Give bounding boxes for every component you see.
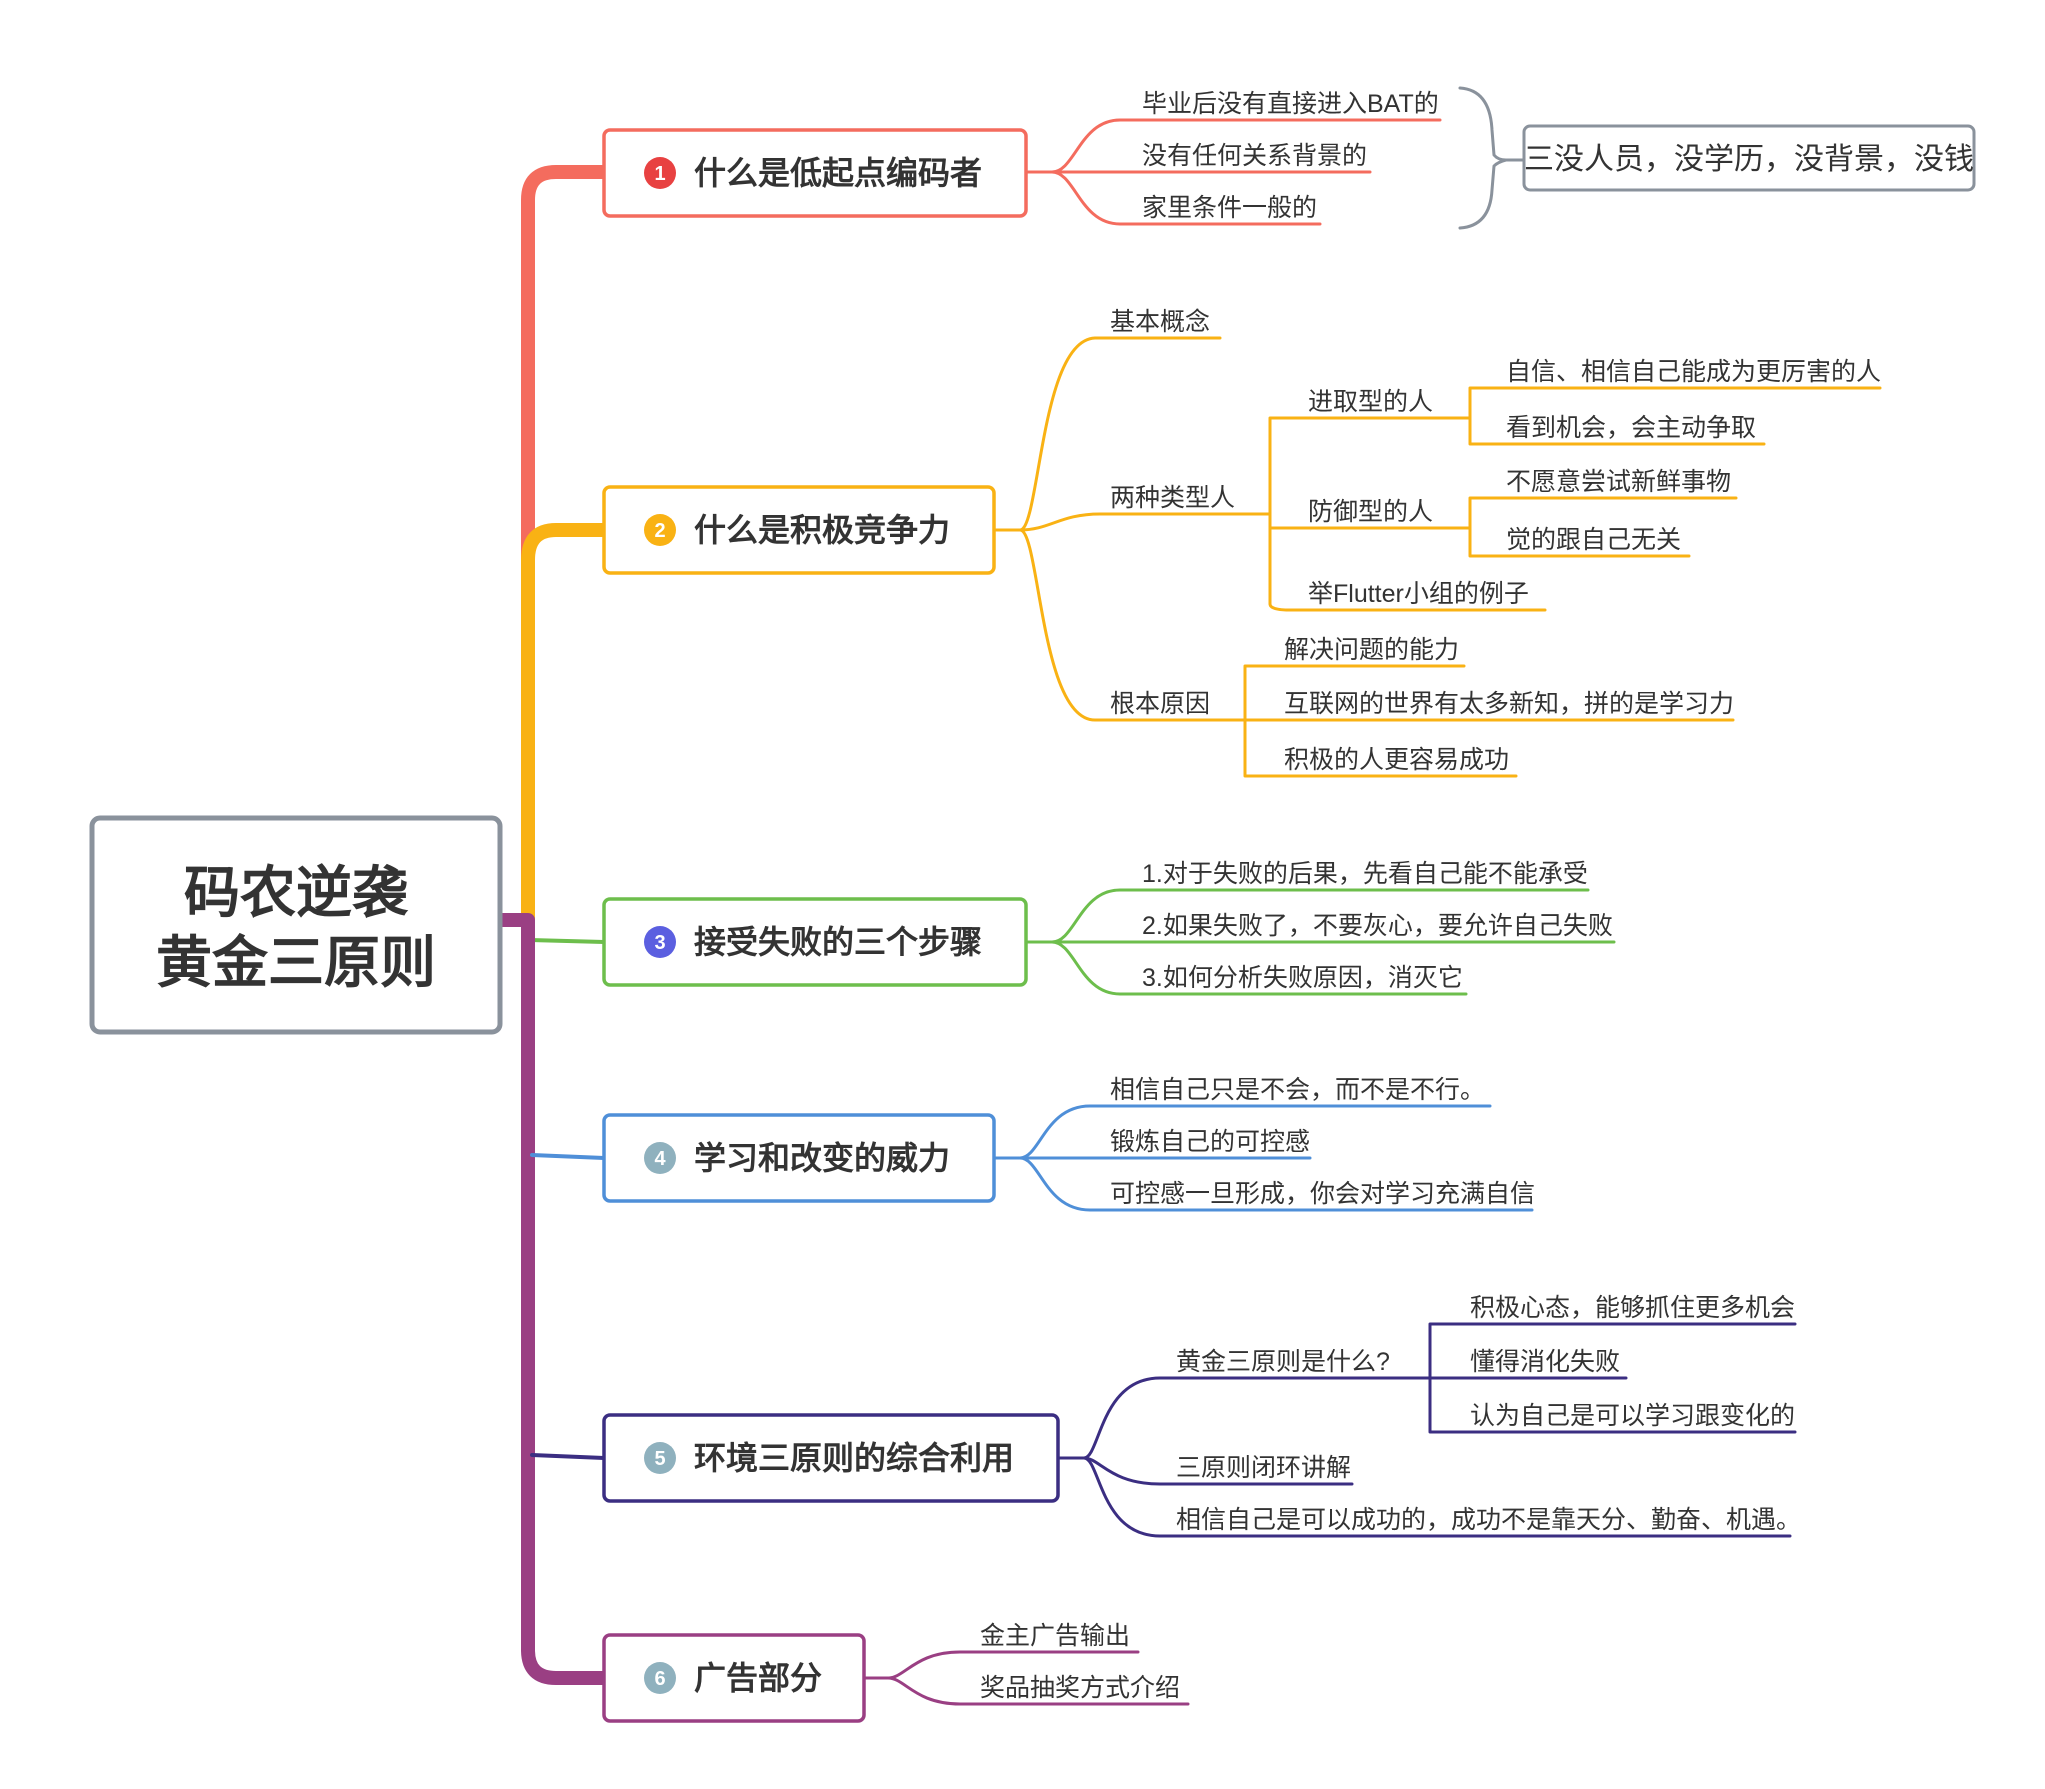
b1-leaf-2[interactable]: 没有任何关系背景的	[1142, 142, 1367, 170]
number-5-icon	[644, 1442, 676, 1474]
branch-6-number: 6	[654, 1668, 665, 1690]
b6-leaf-1[interactable]: 金主广告输出	[980, 1622, 1130, 1650]
b2-two-types[interactable]: 两种类型人	[1110, 484, 1235, 512]
b2-root-cause[interactable]: 根本原因	[1110, 690, 1210, 718]
root-box	[89, 815, 503, 1035]
number-3-icon	[644, 926, 676, 958]
b5-what-item-1[interactable]: 积极心态，能够抓住更多机会	[1470, 1294, 1795, 1322]
branch-4-number: 4	[654, 1148, 666, 1170]
b6-connectors	[862, 1650, 1190, 1706]
branch-4-node[interactable]: 4 学习和改变的威力	[602, 1113, 996, 1203]
b2-flutter-example[interactable]: 举Flutter小组的例子	[1308, 580, 1529, 608]
b1-leaf-3[interactable]: 家里条件一般的	[1142, 194, 1317, 222]
branch-4-title: 学习和改变的威力	[694, 1140, 950, 1176]
b2-cause-item-2[interactable]: 互联网的世界有太多新知，拼的是学习力	[1284, 690, 1734, 718]
b5-what-item-3[interactable]: 认为自己是可以学习跟变化的	[1470, 1402, 1795, 1430]
b2-aggressive[interactable]: 进取型的人	[1308, 388, 1433, 416]
branch-1-node[interactable]: 1 什么是低起点编码者	[602, 128, 1028, 218]
number-2-icon	[644, 514, 676, 546]
b2-defensive-item-2[interactable]: 觉的跟自己无关	[1506, 526, 1681, 554]
trunk-b2	[521, 523, 611, 927]
root-title-line2: 黄金三原则	[156, 931, 436, 994]
trunk-b5	[530, 1453, 606, 1460]
b5-connectors	[1056, 1322, 1797, 1538]
b3-leaf-1[interactable]: 1.对于失败的后果，先看自己能不能承受	[1142, 860, 1588, 888]
b5-belief[interactable]: 相信自己是可以成功的，成功不是靠天分、勤奋、机遇。	[1176, 1506, 1801, 1534]
b5-what-item-2[interactable]: 懂得消化失败	[1470, 1348, 1620, 1376]
branch-6-title: 广告部分	[694, 1660, 822, 1696]
branch-1-title: 什么是低起点编码者	[694, 155, 982, 191]
b4-leaf-3[interactable]: 可控感一旦形成，你会对学习充满自信	[1110, 1180, 1535, 1208]
branch-5-box	[602, 1413, 1060, 1503]
branch-2-box	[602, 485, 996, 575]
root-node[interactable]: 码农逆袭 黄金三原则	[89, 815, 503, 1035]
branch-4-box	[602, 1113, 996, 1203]
branch-1-number: 1	[654, 163, 665, 185]
b1-connectors	[1024, 118, 1442, 226]
b3-connectors	[1024, 888, 1616, 996]
branch-5-title: 环境三原则的综合利用	[694, 1440, 1014, 1476]
b2-defensive[interactable]: 防御型的人	[1308, 498, 1433, 526]
number-4-icon	[644, 1142, 676, 1174]
number-6-icon	[644, 1662, 676, 1694]
b3-leaf-3[interactable]: 3.如何分析失败原因，消灭它	[1142, 964, 1463, 992]
b2-defensive-item-1[interactable]: 不愿意尝试新鲜事物	[1506, 468, 1731, 496]
b1-summary-box	[1522, 124, 1976, 192]
branch-5-node[interactable]: 5 环境三原则的综合利用	[602, 1413, 1060, 1503]
b4-leaf-2[interactable]: 锻炼自己的可控感	[1110, 1128, 1310, 1156]
b1-summary-brace	[1458, 86, 1508, 230]
number-1-icon	[644, 157, 676, 189]
branch-3-title: 接受失败的三个步骤	[694, 924, 982, 960]
b6-leaf-2[interactable]: 奖品抽奖方式介绍	[980, 1674, 1180, 1702]
branch-5-number: 5	[654, 1448, 665, 1470]
branch-3-box	[602, 897, 1028, 987]
root-title-line1: 码农逆袭	[184, 861, 409, 924]
trunk-b3	[528, 938, 606, 944]
trunk-b1	[493, 165, 611, 927]
branch-3-node[interactable]: 3 接受失败的三个步骤	[602, 897, 1028, 987]
branch-1-box	[602, 128, 1028, 218]
b2-cause-item-1[interactable]: 解决问题的能力	[1284, 636, 1459, 664]
branch-6-box	[602, 1633, 866, 1723]
b1-summary-node[interactable]: 三没人员，没学历，没背景，没钱	[1522, 124, 1976, 192]
branch-2-number: 2	[654, 520, 665, 542]
b1-summary-text: 三没人员，没学历，没背景，没钱	[1524, 143, 1974, 176]
b3-leaf-2[interactable]: 2.如果失败了，不要灰心，要允许自己失败	[1142, 912, 1613, 940]
branch-2-title: 什么是积极竞争力	[694, 512, 950, 548]
trunk-b4	[530, 1153, 606, 1160]
b5-loop[interactable]: 三原则闭环讲解	[1176, 1454, 1351, 1482]
b2-basic-concept[interactable]: 基本概念	[1110, 308, 1210, 336]
branch-2-node[interactable]: 2 什么是积极竞争力	[602, 485, 996, 575]
b2-aggressive-item-1[interactable]: 自信、相信自己能成为更厉害的人	[1506, 358, 1881, 386]
b1-leaf-1[interactable]: 毕业后没有直接进入BAT的	[1142, 90, 1439, 118]
b2-connectors	[992, 336, 1882, 778]
b2-aggressive-item-2[interactable]: 看到机会，会主动争取	[1506, 414, 1756, 442]
trunk-b6	[493, 913, 611, 1685]
b4-connectors	[992, 1104, 1534, 1212]
b4-leaf-1[interactable]: 相信自己只是不会，而不是不行。	[1110, 1076, 1485, 1104]
b2-cause-item-3[interactable]: 积极的人更容易成功	[1284, 746, 1509, 774]
branch-6-node[interactable]: 6 广告部分	[602, 1633, 866, 1723]
b5-what[interactable]: 黄金三原则是什么?	[1176, 1348, 1390, 1376]
branch-3-number: 3	[654, 932, 665, 954]
